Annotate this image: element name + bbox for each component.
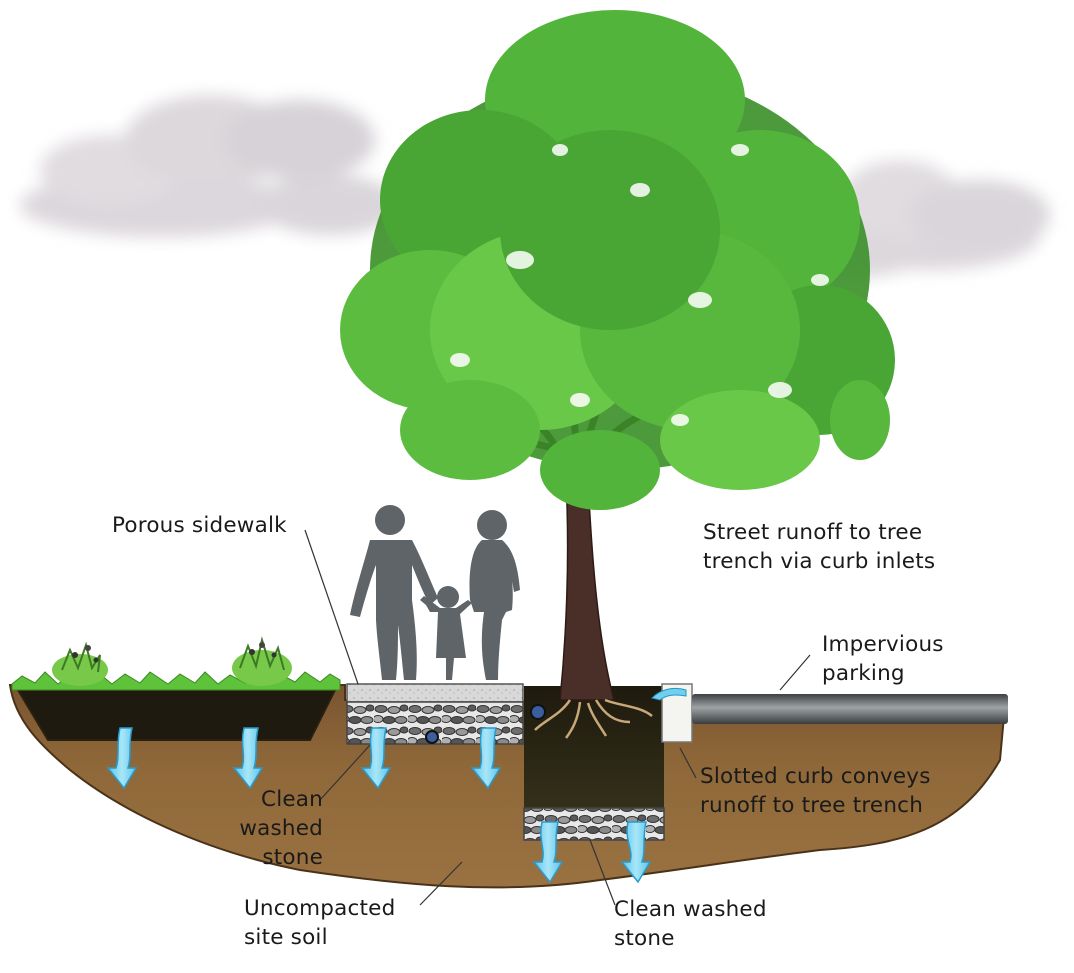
uncompacted-line2: site soil	[244, 925, 328, 950]
shrub-right	[232, 636, 292, 686]
impervious-parking-surface	[692, 694, 1008, 724]
clean-stone-bottom-label: Clean washed stone	[614, 895, 767, 953]
clean-stone-left-line3: stone	[262, 845, 323, 870]
tree-trench	[524, 686, 664, 808]
clean-stone-left-label: Clean washed stone	[215, 785, 323, 872]
slotted-curb-line2: runoff to tree trench	[700, 793, 924, 818]
impervious-line2: parking	[822, 661, 905, 686]
porous-sidewalk-label: Porous sidewalk	[112, 511, 287, 540]
water-arrow	[360, 727, 392, 790]
uncompacted-line1: Uncompacted	[244, 896, 396, 921]
bioretention-bed	[16, 689, 337, 741]
impervious-parking-label: Impervious parking	[822, 630, 944, 688]
slotted-curb-line1: Slotted curb conveys	[700, 764, 931, 789]
clean-stone-bottom-line1: Clean washed	[614, 897, 767, 922]
infiltration-arrows	[106, 727, 652, 884]
clean-stone-left-line2: washed	[239, 816, 323, 841]
street-runoff-label: Street runoff to tree trench via curb in…	[703, 518, 935, 576]
tree-canopy	[340, 10, 895, 510]
family-silhouette	[350, 505, 520, 680]
slotted-curb-label: Slotted curb conveys runoff to tree tren…	[700, 762, 931, 820]
impervious-line1: Impervious	[822, 632, 944, 657]
water-arrow	[620, 821, 652, 884]
underdrain-pipe	[425, 730, 439, 744]
leader-lines	[304, 529, 811, 906]
water-arrow	[470, 727, 502, 790]
trench-pipe	[530, 704, 546, 720]
water-arrow	[106, 727, 138, 790]
clean-stone-left-line1: Clean	[260, 787, 323, 812]
shrub-left	[52, 641, 108, 686]
porous-sidewalk-surface	[346, 683, 524, 703]
porous-sidewalk-text: Porous sidewalk	[112, 513, 287, 538]
tree-trunk	[559, 479, 615, 701]
curb-runoff-arrow	[651, 687, 687, 701]
tree-roots	[534, 698, 653, 739]
cloud-left	[20, 95, 400, 237]
uncompacted-soil-label: Uncompacted site soil	[244, 894, 395, 952]
water-arrow	[232, 727, 264, 790]
water-arrow	[532, 821, 564, 884]
clean-stone-bottom-line2: stone	[614, 926, 675, 951]
street-runoff-line2: trench via curb inlets	[703, 549, 936, 574]
street-runoff-line1: Street runoff to tree	[703, 520, 923, 545]
